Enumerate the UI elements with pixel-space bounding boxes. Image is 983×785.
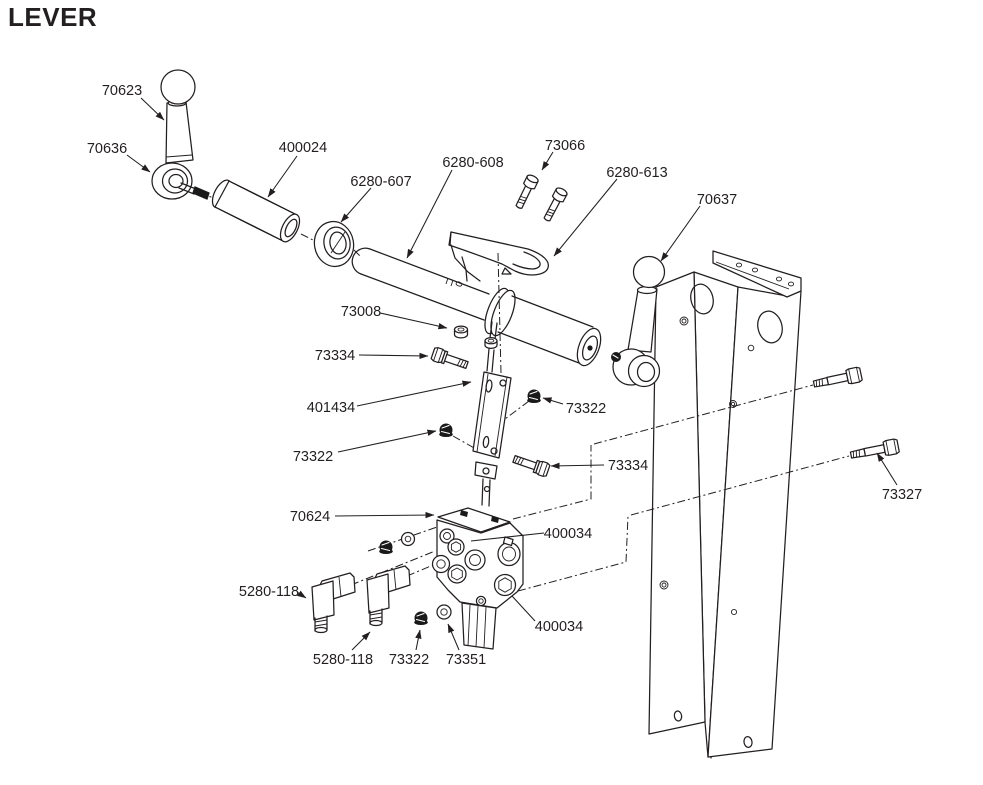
callout-70624: 70624: [290, 509, 435, 525]
hex-plug: [447, 564, 467, 584]
svg-text:73322: 73322: [389, 652, 429, 668]
port: [431, 554, 451, 574]
svg-text:400024: 400024: [279, 140, 327, 156]
callout-73066: 73066: [541, 138, 585, 171]
callout-70636: 70636: [87, 141, 151, 173]
link-bar-401434: [472, 371, 512, 459]
elbow-fitting-5280-118-left: [311, 572, 356, 634]
nut-left-of-valve: [379, 540, 393, 554]
callout-73334-lower: 73334: [550, 458, 648, 474]
callout-73322-bottom: 73322: [389, 629, 429, 668]
callout-73327: 73327: [876, 452, 922, 503]
bracket-hole-left: [690, 283, 714, 315]
callout-6280-607: 6280-607: [340, 174, 412, 223]
callout-5280-118-lower: 5280-118: [313, 631, 373, 668]
elbow-fitting-5280-118-right: [366, 565, 411, 627]
valve-bottom-section: [461, 602, 497, 650]
hex-plug-400034: [493, 573, 517, 597]
svg-text:70637: 70637: [697, 192, 737, 208]
callout-73334-upper: 73334: [315, 348, 429, 364]
callout-5280-118-left: 5280-118: [239, 584, 307, 600]
ball-knob: [632, 255, 666, 289]
svg-text:5280-118: 5280-118: [239, 584, 299, 600]
svg-text:401434: 401434: [307, 400, 355, 416]
callout-70623: 70623: [102, 83, 165, 121]
svg-text:73334: 73334: [608, 458, 648, 474]
port: [497, 541, 521, 567]
svg-text:6280-608: 6280-608: [442, 155, 503, 171]
svg-text:70623: 70623: [102, 83, 142, 99]
callout-73322-left: 73322: [293, 429, 437, 465]
svg-text:73327: 73327: [882, 487, 922, 503]
svg-text:6280-613: 6280-613: [606, 165, 667, 181]
hex-plug: [447, 538, 465, 556]
nut-73322-right: [527, 389, 541, 403]
svg-text:70624: 70624: [290, 509, 330, 525]
svg-text:73322: 73322: [566, 401, 606, 417]
port: [439, 528, 455, 544]
svg-text:5280-118: 5280-118: [313, 652, 373, 668]
bracket-hole-right: [757, 310, 783, 344]
callout-6280-613: 6280-613: [553, 165, 668, 257]
port: [464, 549, 486, 571]
callouts: 70623 70636 400024 6280-607 6280-608 730…: [87, 83, 922, 668]
svg-text:73334: 73334: [315, 348, 355, 364]
svg-text:400034: 400034: [544, 526, 592, 542]
callout-400034-lower: 400034: [511, 595, 583, 635]
lever-handle-left-70623: [160, 69, 196, 164]
callout-6280-608: 6280-608: [406, 155, 504, 259]
pivot-hub-70636: [151, 162, 210, 200]
threaded-stud: [192, 186, 210, 200]
nut-secondary: [484, 336, 498, 350]
washer-73351: [436, 604, 452, 620]
svg-text:6280-607: 6280-607: [350, 174, 411, 190]
sleeve-400024: [211, 179, 301, 243]
page-title: LEVER: [8, 2, 98, 32]
washer-6280-607: [313, 220, 355, 268]
nut-73322-left: [439, 423, 453, 437]
lower-yoke: [474, 461, 498, 507]
callout-400034-upper: 400034: [470, 526, 592, 542]
control-valve-70624: [431, 507, 524, 650]
nut-73322-bottom: [414, 611, 428, 625]
bolt-73066-b: [543, 187, 568, 222]
bolt-73327-upper: [812, 366, 863, 388]
svg-text:73351: 73351: [446, 652, 486, 668]
svg-text:70636: 70636: [87, 141, 127, 157]
bolt-73327-lower: [849, 438, 900, 459]
callout-401434: 401434: [307, 380, 472, 416]
cross-tube-6280-608: [351, 247, 602, 367]
lever-handle-right-70637: [611, 255, 666, 388]
linkage-assembly: [430, 252, 551, 507]
svg-text:73322: 73322: [293, 449, 333, 465]
bolt-73334-upper: [430, 347, 469, 369]
ball-knob: [160, 69, 196, 105]
bolt-73066-a: [515, 174, 539, 209]
washer-left-of-valve: [400, 531, 416, 547]
mounting-bracket: [648, 250, 802, 759]
callout-73351: 73351: [446, 623, 486, 668]
callout-70637: 70637: [660, 192, 737, 262]
callout-73322-right: 73322: [542, 397, 606, 417]
callout-400024: 400024: [267, 140, 327, 198]
bolt-73334-lower: [512, 455, 551, 477]
mount-hole: [475, 595, 487, 607]
svg-text:400034: 400034: [535, 619, 583, 635]
callout-73008: 73008: [341, 304, 448, 330]
nut-73008: [453, 325, 469, 339]
svg-text:73008: 73008: [341, 304, 381, 320]
clamp-6280-613: [448, 231, 549, 282]
svg-text:73066: 73066: [545, 138, 585, 154]
